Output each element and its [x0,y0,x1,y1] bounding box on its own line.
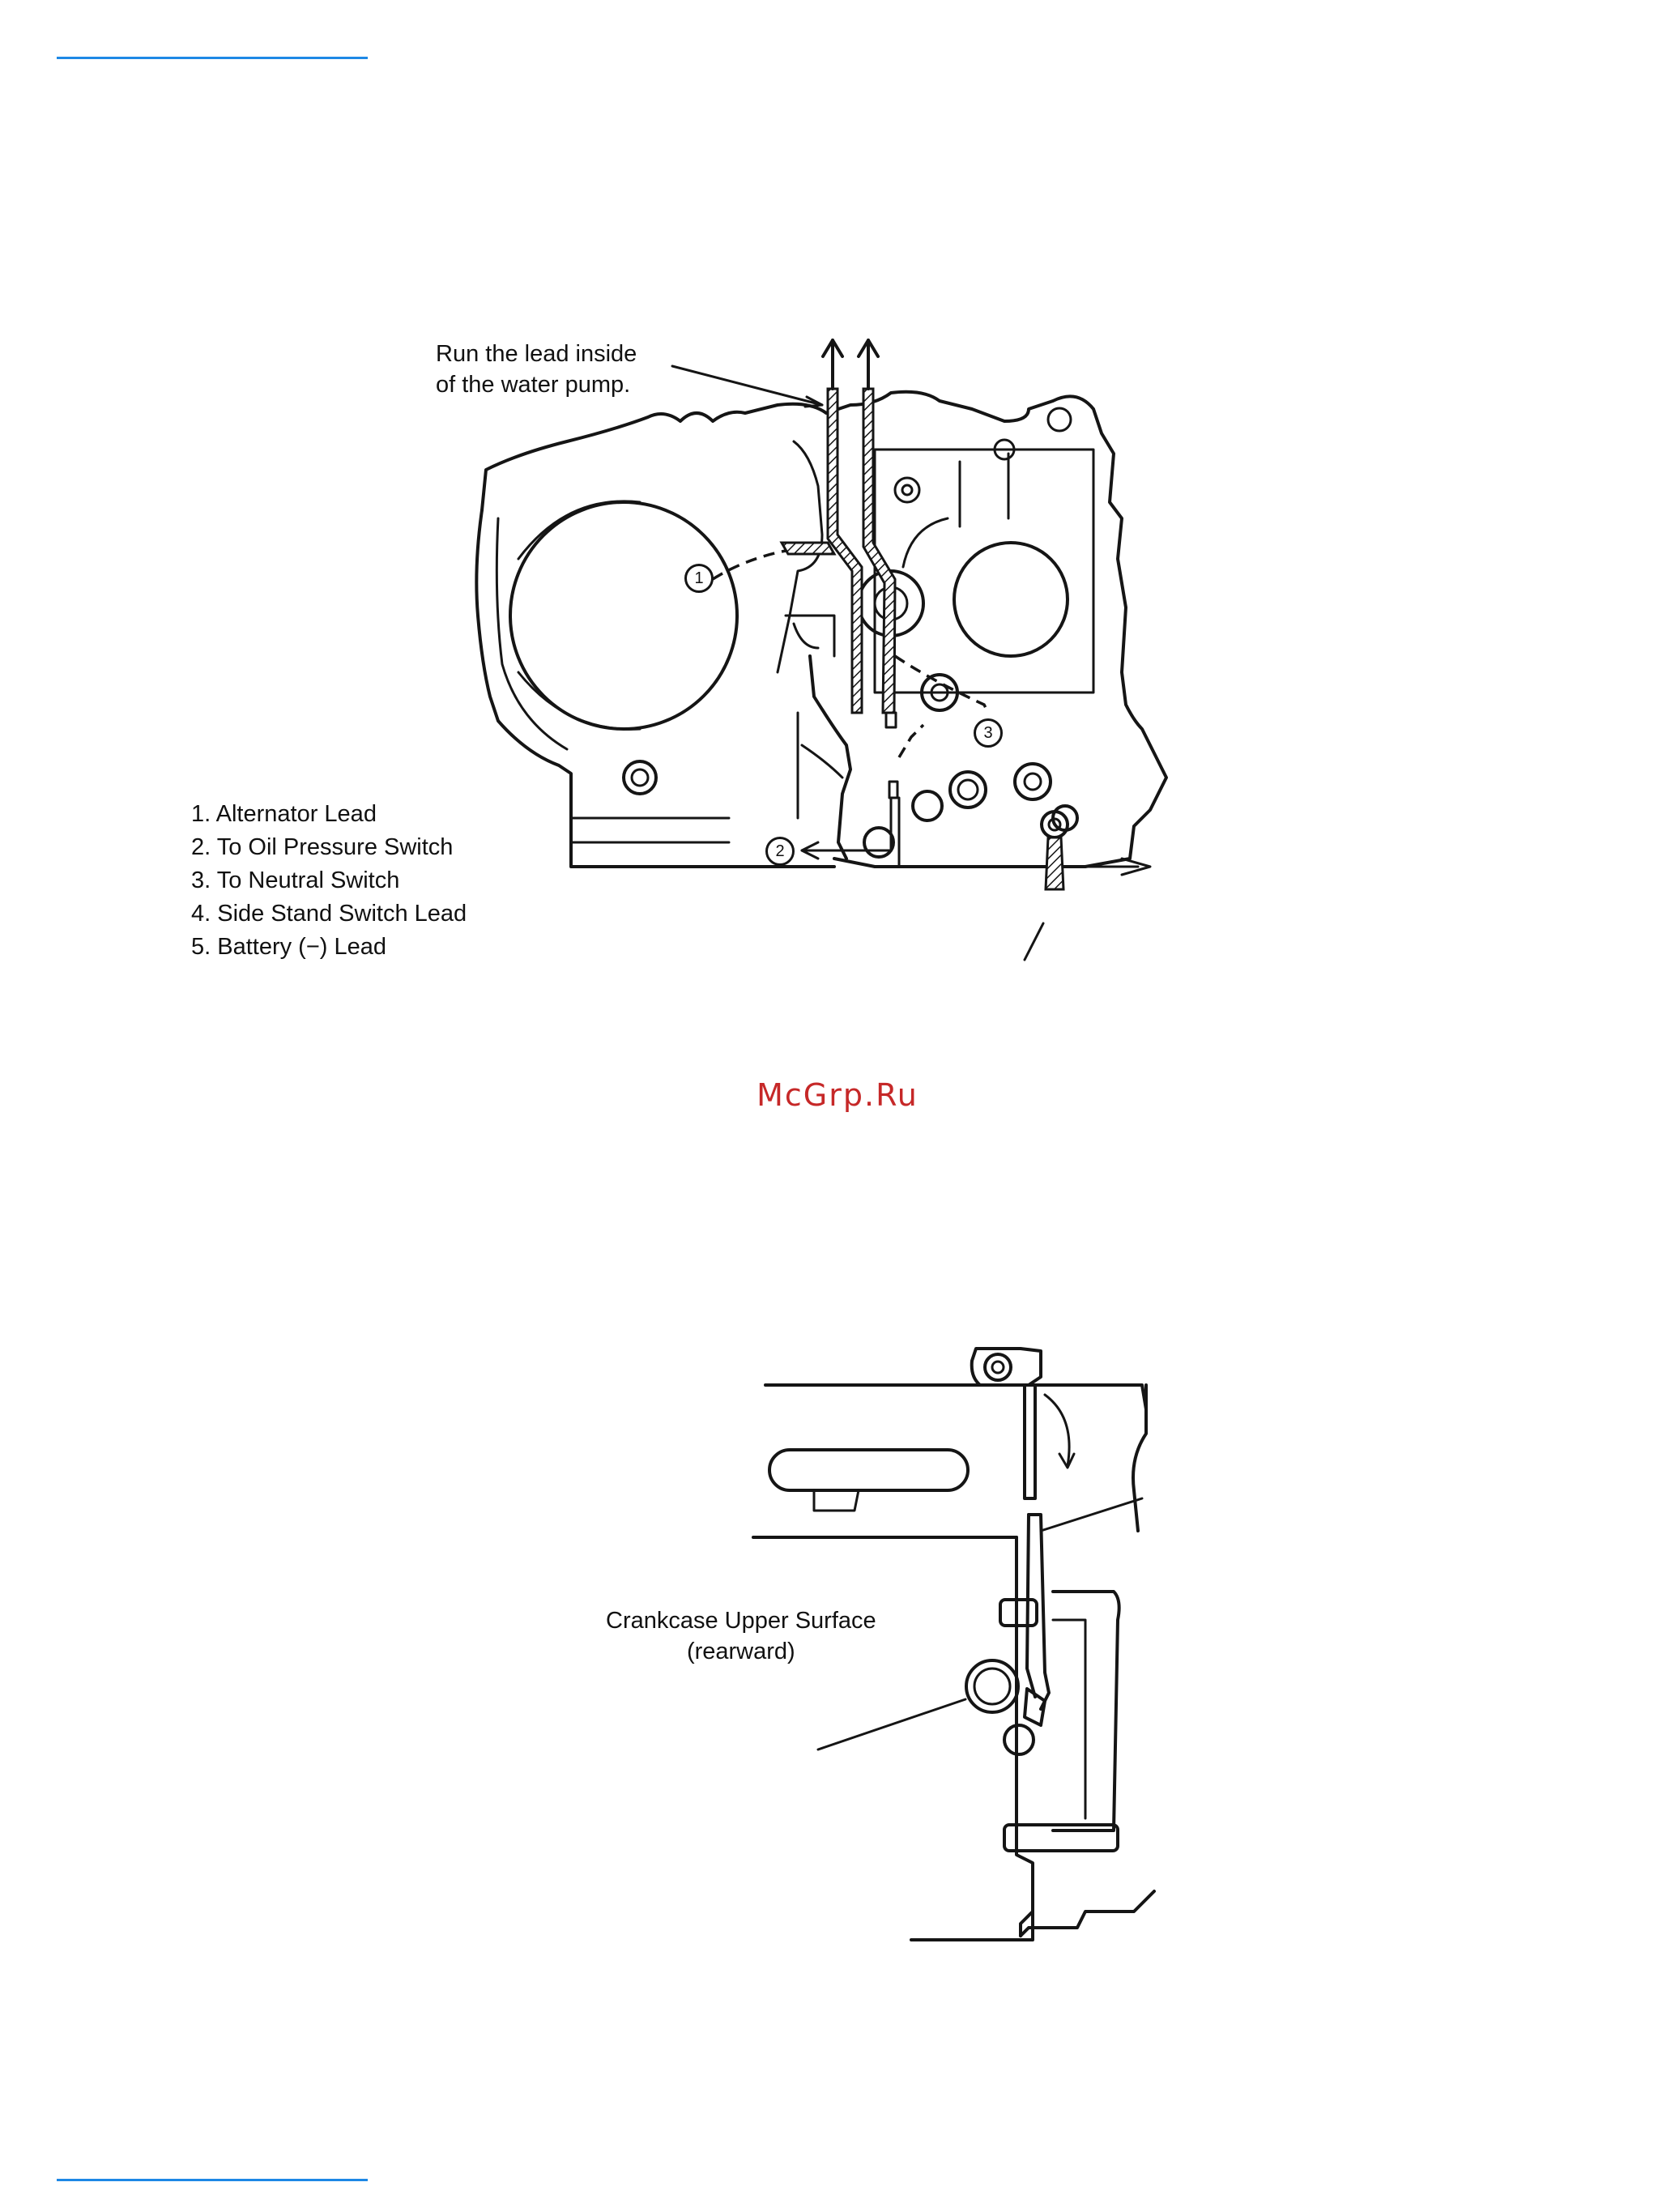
marker-1: 1 [684,564,714,593]
top-clamp [972,1349,1041,1385]
marker-3: 3 [974,718,1003,748]
oval-pad [769,1450,968,1490]
callout-water-pump: Run the lead inside of the water pump. [436,339,637,401]
legend-item: 2. To Oil Pressure Switch [191,831,467,864]
housing-outline [482,392,1166,867]
legend-item: 5. Battery (−) Lead [191,931,467,964]
footer-rule [57,2179,368,2181]
shift-arm [810,656,850,859]
marker-2: 2 [765,837,795,866]
callout-leader [672,366,822,405]
cylinder-bore [954,543,1068,656]
battery-lead [1046,837,1063,889]
watermark: McGrp.Ru [0,1077,1675,1113]
callout-crankcase-upper-surface: Crankcase Upper Surface (rearward) [606,1605,876,1668]
crankcase-side-view [476,392,1166,867]
legend-item: 4. Side Stand Switch Lead [191,897,467,931]
legend-item: 1. Alternator Lead [191,798,467,831]
alternator-rotor [510,502,737,729]
legend: 1. Alternator Lead 2. To Oil Pressure Sw… [191,798,467,964]
housing-lower-left [476,510,834,867]
legend-item: 3. To Neutral Switch [191,864,467,897]
